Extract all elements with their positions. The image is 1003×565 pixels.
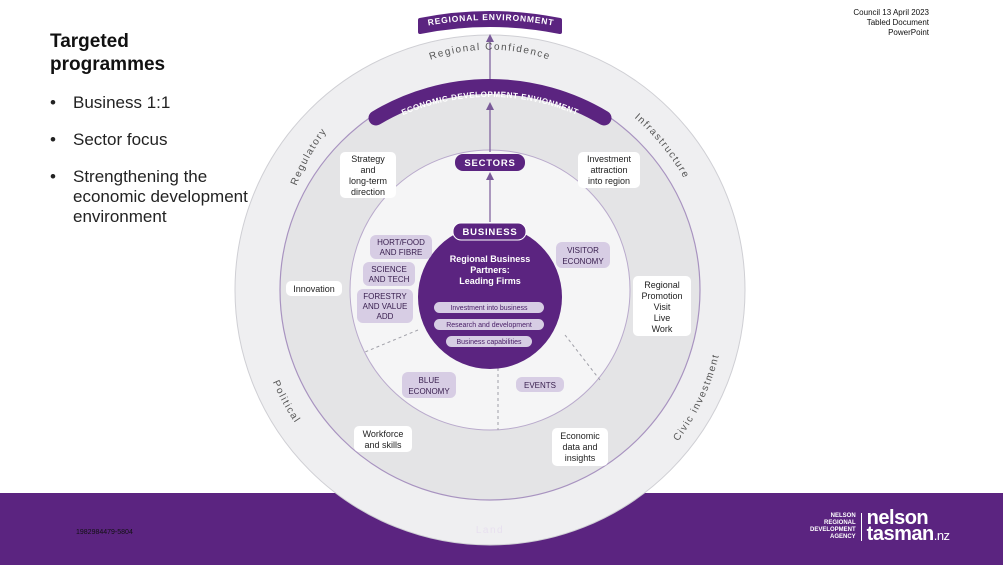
slide-title: Targeted programmes — [50, 30, 165, 76]
box-innovation: Innovation — [286, 281, 342, 296]
svg-text:data and: data and — [562, 442, 597, 452]
svg-text:FORESTRY: FORESTRY — [363, 292, 407, 301]
svg-text:HORT/FOOD: HORT/FOOD — [377, 238, 425, 247]
core-items: Investment into business Research and de… — [434, 302, 544, 347]
svg-text:EVENTS: EVENTS — [524, 381, 556, 390]
svg-text:Regional Business: Regional Business — [450, 254, 531, 264]
box-economic-data: Economic data and insights — [552, 428, 608, 466]
agency-name: NELSON REGIONAL DEVELOPMENT AGENCY — [810, 513, 862, 541]
svg-text:ECONOMY: ECONOMY — [562, 257, 604, 266]
svg-text:and skills: and skills — [364, 440, 402, 450]
label-land: Land — [476, 525, 504, 536]
svg-text:insights: insights — [565, 453, 596, 463]
pill-forestry-value-add: FORESTRY AND VALUE ADD — [357, 289, 413, 323]
svg-text:AND FIBRE: AND FIBRE — [380, 248, 423, 257]
banner-regional-environment — [418, 11, 562, 34]
banner-sectors — [455, 154, 525, 171]
bullet-item: •Strengthening the economic development … — [50, 167, 248, 226]
svg-text:AND TECH: AND TECH — [369, 275, 410, 284]
svg-text:VISITOR: VISITOR — [567, 246, 599, 255]
bullet-item: •Business 1:1 — [50, 93, 171, 112]
svg-text:Regional: Regional — [644, 280, 680, 290]
svg-text:Live: Live — [654, 313, 671, 323]
pill-blue-economy: BLUE ECONOMY — [402, 372, 456, 398]
box-strategy: Strategy and long-term direction — [340, 152, 396, 198]
svg-text:Economic: Economic — [560, 431, 600, 441]
banner-business — [452, 222, 527, 241]
pill-hort-food-fibre: HORT/FOOD AND FIBRE — [370, 235, 432, 259]
svg-text:SCIENCE: SCIENCE — [371, 265, 407, 274]
pill-events: EVENTS — [516, 377, 564, 392]
svg-text:ADD: ADD — [377, 312, 394, 321]
svg-text:Business capabilities: Business capabilities — [457, 339, 522, 346]
svg-text:direction: direction — [351, 187, 385, 197]
brand-wordmark: nelson tasman.nz — [866, 507, 950, 545]
title-line-1: Targeted — [50, 31, 129, 52]
svg-text:Partners:: Partners: — [470, 265, 510, 275]
banner-sectors-text: SECTORS — [464, 158, 515, 169]
council-note: Council 13 April 2023 Tabled Document Po… — [853, 8, 929, 37]
svg-text:Strategy: Strategy — [351, 154, 385, 164]
svg-text:and: and — [360, 165, 375, 175]
bullet-item: •Sector focus — [50, 130, 168, 149]
svg-text:Innovation: Innovation — [293, 284, 335, 294]
title-line-2: programmes — [50, 54, 166, 75]
svg-text:Leading Firms: Leading Firms — [459, 276, 521, 286]
box-workforce: Workforce and skills — [354, 426, 412, 452]
svg-text:long-term: long-term — [349, 176, 387, 186]
svg-text:Workforce: Workforce — [363, 429, 404, 439]
core-circle — [418, 225, 562, 369]
svg-text:into region: into region — [588, 176, 630, 186]
svg-text:Visit: Visit — [654, 302, 671, 312]
banner-economic-development — [368, 78, 612, 126]
bullet-list: •Business 1:1 •Sector focus •Strengtheni… — [50, 93, 250, 244]
svg-text:Investment into business: Investment into business — [450, 305, 528, 312]
svg-text:BLUE: BLUE — [419, 376, 440, 385]
svg-text:ECONOMY: ECONOMY — [408, 387, 450, 396]
svg-text:AND VALUE: AND VALUE — [363, 302, 408, 311]
svg-text:attraction: attraction — [590, 165, 627, 175]
svg-text:Investment: Investment — [587, 154, 632, 164]
nelson-tasman-logo: NELSON REGIONAL DEVELOPMENT AGENCY nelso… — [810, 507, 950, 545]
box-investment-attraction: Investment attraction into region — [578, 152, 640, 188]
pill-science-tech: SCIENCE AND TECH — [363, 262, 415, 286]
core-heading: Regional Business Partners: Leading Firm… — [450, 254, 531, 286]
banner-business-text: BUSINESS — [463, 227, 518, 238]
pill-visitor-economy: VISITOR ECONOMY — [556, 242, 610, 268]
svg-text:Promotion: Promotion — [641, 291, 682, 301]
box-regional-promotion: Regional Promotion Visit Live Work — [633, 276, 691, 336]
svg-text:Work: Work — [652, 324, 673, 334]
svg-text:Research and development: Research and development — [446, 322, 532, 329]
document-id: 1982984479-5804 — [76, 529, 133, 536]
